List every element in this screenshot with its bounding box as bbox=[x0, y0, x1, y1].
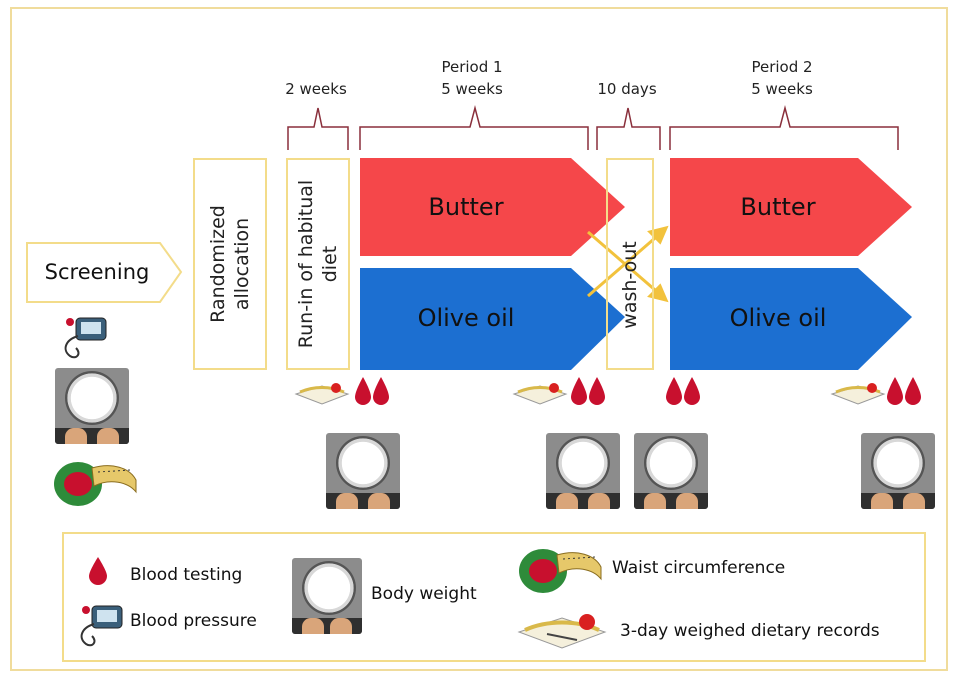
period2-title: Period 2 bbox=[751, 58, 813, 76]
legend-blood-testing: Blood testing bbox=[130, 565, 243, 585]
p2-olive-arrow bbox=[670, 268, 912, 370]
washout-label: wash-out bbox=[619, 241, 641, 329]
scale-icon bbox=[546, 433, 620, 509]
legend-body-weight: Body weight bbox=[371, 584, 477, 604]
dietary-record-icon bbox=[512, 383, 568, 405]
dietary-record-icon bbox=[517, 614, 607, 649]
dietary-record-icon bbox=[294, 383, 350, 405]
legend bbox=[62, 532, 926, 662]
blood-drop-icon bbox=[355, 377, 389, 405]
legend-dietary-records: 3-day weighed dietary records bbox=[620, 621, 880, 641]
blood-drop-icon bbox=[89, 557, 107, 585]
washout-duration: 10 days bbox=[597, 80, 657, 98]
randomized-allocation-box bbox=[193, 158, 267, 370]
brace-run-in bbox=[287, 107, 349, 150]
crossover-arrow-up bbox=[587, 230, 663, 298]
blood-drop-icon bbox=[887, 377, 921, 405]
period2-duration: 5 weeks bbox=[751, 80, 813, 98]
p2-olive-label: Olive oil bbox=[729, 304, 827, 332]
scale-icon bbox=[634, 433, 708, 509]
dietary-record-icon bbox=[830, 383, 886, 405]
p2-butter-label: Butter bbox=[740, 193, 816, 221]
tape-measure-icon bbox=[519, 549, 602, 593]
figure-frame bbox=[10, 7, 948, 671]
legend-blood-pressure: Blood pressure bbox=[130, 611, 257, 631]
washout-box bbox=[606, 158, 654, 370]
run-in-box bbox=[286, 158, 350, 370]
screening-arrow bbox=[26, 242, 183, 303]
p1-butter-arrow bbox=[360, 158, 625, 256]
p1-butter-label: Butter bbox=[428, 193, 504, 221]
blood-drop-icon bbox=[666, 377, 700, 405]
legend-waist-circumference: Waist circumference bbox=[612, 558, 786, 578]
blood-pressure-icon bbox=[64, 317, 107, 359]
period1-duration: 5 weeks bbox=[441, 80, 503, 98]
screening-label: Screening bbox=[44, 260, 150, 284]
brace-period-1 bbox=[359, 105, 589, 150]
blood-drop-icon bbox=[571, 377, 605, 405]
run-in-label: Run-in of habitual diet bbox=[295, 179, 341, 349]
scale-icon bbox=[55, 368, 129, 444]
brace-period-2 bbox=[669, 105, 899, 150]
period1-title: Period 1 bbox=[441, 58, 503, 76]
run-in-duration: 2 weeks bbox=[285, 80, 347, 98]
scale-icon bbox=[292, 558, 362, 634]
tape-measure-icon bbox=[54, 462, 137, 506]
scale-icon bbox=[326, 433, 400, 509]
p1-olive-arrow bbox=[360, 268, 625, 370]
scale-icon bbox=[861, 433, 935, 509]
p1-olive-label: Olive oil bbox=[417, 304, 515, 332]
blood-pressure-icon bbox=[80, 605, 123, 647]
randomized-allocation-label: Randomized allocation bbox=[207, 205, 253, 323]
p2-butter-arrow bbox=[670, 158, 912, 256]
brace-washout bbox=[596, 107, 661, 150]
